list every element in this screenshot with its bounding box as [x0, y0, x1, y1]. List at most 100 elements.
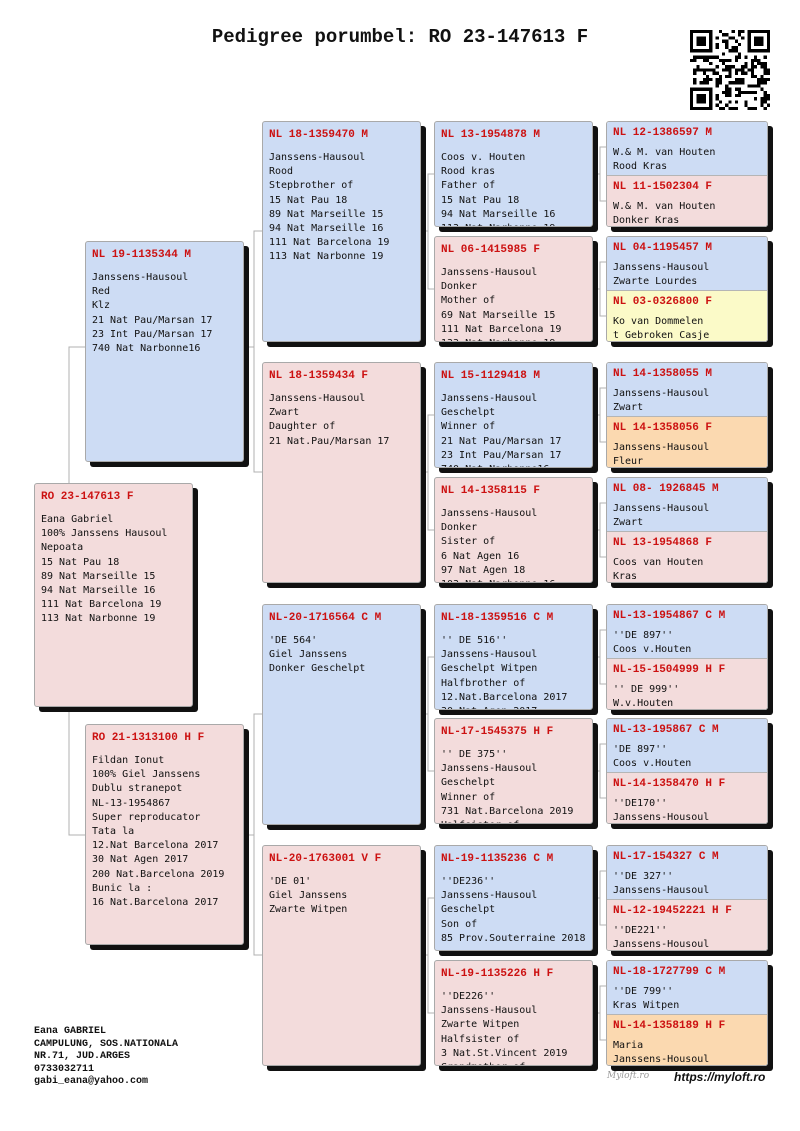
pair-divider — [607, 772, 767, 773]
qr-module — [715, 46, 719, 50]
great-grandparent-info-line: 740 Nat Narbonne16 — [441, 463, 586, 467]
qr-module — [750, 62, 754, 66]
qr-module — [690, 39, 694, 43]
great-grandparent-info-line: 21 Nat Pau/Marsan 17 — [441, 435, 562, 447]
qr-module — [709, 42, 713, 46]
qr-module — [718, 78, 722, 82]
qr-module — [709, 97, 713, 101]
connector-line — [427, 472, 434, 531]
qr-module — [754, 97, 758, 101]
grandparent-info-line: Zwarte Witpen — [269, 904, 348, 916]
qr-module — [699, 97, 703, 101]
website-link[interactable]: https://myloft.ro — [674, 1070, 766, 1084]
qr-module — [718, 100, 722, 104]
page-title: Pedigree porumbel: RO 23-147613 F — [211, 26, 589, 48]
qr-module — [728, 90, 732, 94]
great-grandparent-ring-number: NL-17-1545375 H F — [441, 726, 554, 738]
qr-module — [754, 84, 758, 88]
qr-module — [728, 49, 732, 53]
qr-module — [690, 97, 694, 101]
qr-module — [766, 78, 770, 82]
grandparent-info-line: 'DE 01' — [269, 876, 312, 887]
dam-info-line: Dublu stranepot — [92, 783, 183, 795]
qr-module — [760, 78, 764, 82]
qr-module — [690, 90, 694, 94]
qr-module — [696, 100, 700, 104]
connector-line — [421, 173, 434, 232]
qr-module — [731, 81, 735, 85]
connector-line — [593, 629, 606, 658]
qr-module — [734, 100, 738, 104]
qr-module — [734, 68, 738, 72]
qr-module — [696, 94, 700, 98]
great-grandparent-info-line: Son of — [441, 918, 478, 930]
qr-module — [725, 103, 729, 107]
qr-module — [702, 58, 706, 62]
gen4-dam-info-line: '' DE 999'' — [613, 684, 680, 695]
qr-module — [696, 55, 700, 59]
sire-info-line: Red — [92, 286, 111, 298]
qr-module — [766, 33, 770, 37]
qr-module — [760, 62, 764, 66]
gen4-sire-info-line: Janssens-Hausoul — [613, 503, 710, 514]
connector-line — [253, 347, 262, 473]
qr-module — [725, 33, 729, 37]
qr-module — [706, 81, 710, 85]
qr-module — [766, 30, 770, 34]
qr-module — [728, 36, 732, 40]
grandparent-info-line: Daughter of — [269, 421, 336, 433]
dam-info-line: 12.Nat Barcelona 2017 — [92, 840, 219, 852]
qr-module — [709, 30, 713, 34]
qr-module — [738, 42, 742, 46]
connector-line — [421, 656, 434, 715]
qr-module — [709, 94, 713, 98]
gen4-sire-info-line: Coos v.Houten — [613, 644, 692, 656]
qr-module — [718, 58, 722, 62]
qr-module — [693, 68, 697, 72]
grandparent-ring-number: NL-20-1716564 C M — [269, 612, 382, 624]
gen4-dam-ring-number: NL-15-1504999 H F — [613, 664, 726, 676]
gen4-dam-info-line: W.& M. van Houten — [613, 201, 716, 212]
connector-line — [599, 657, 606, 685]
qr-module — [725, 74, 729, 78]
qr-module — [757, 36, 761, 40]
qr-module — [706, 30, 710, 34]
connector-line — [244, 230, 262, 348]
gen4-sire-ring-number: NL 14-1358055 M — [613, 368, 713, 380]
qr-module — [763, 30, 767, 34]
connector-line — [244, 713, 262, 836]
gen4-dam-ring-number: NL-12-19452221 H F — [613, 905, 732, 917]
qr-module — [702, 42, 706, 46]
great-grandparent-info-line: Rood kras — [441, 166, 496, 178]
connector-line — [593, 261, 606, 290]
qr-module — [760, 103, 764, 107]
great-grandparent-info-line: Geschelpt Witpen — [441, 663, 538, 675]
qr-module — [693, 78, 697, 82]
qr-module — [706, 78, 710, 82]
qr-module — [738, 33, 742, 37]
grandparent-info-line: 'DE 564' — [269, 635, 318, 646]
qr-module — [715, 78, 719, 82]
qr-module — [760, 74, 764, 78]
great-grandparent-info-line: 97 Nat Agen 18 — [441, 564, 526, 576]
connector-line — [593, 146, 606, 175]
great-grandparent-info-line: Janssens-Hausoul — [441, 508, 538, 519]
qr-module — [722, 39, 726, 43]
sire-ring-number: NL 19-1135344 M — [92, 249, 192, 261]
qr-module — [722, 90, 726, 94]
grandparent-info-line: 21 Nat.Pau/Marsan 17 — [269, 435, 390, 447]
owner-line: CAMPULUNG, SOS.NATIONALA — [34, 1038, 179, 1050]
sire-info-line: 740 Nat Narbonne16 — [92, 343, 201, 355]
great-grandparent-info-line: Donker — [441, 522, 478, 534]
great-grandparent-info-line: Halfbrother of — [441, 677, 526, 689]
subject-info-line: Nepoata — [41, 542, 84, 554]
great-grandparent-info-line: Winner of — [441, 791, 496, 803]
subject-info-line: 15 Nat Pau 18 — [41, 556, 120, 568]
qr-module — [690, 103, 694, 107]
gen4-dam-ring-number: NL 11-1502304 F — [613, 181, 713, 193]
